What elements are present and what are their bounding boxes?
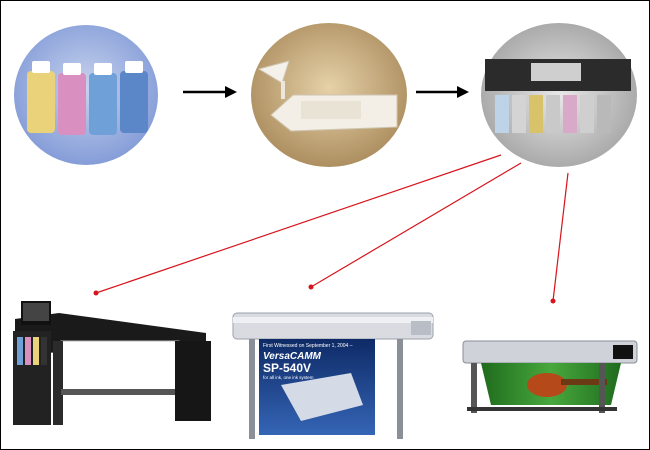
connector-line-3	[552, 172, 569, 302]
connector-dot-3	[550, 298, 556, 304]
connector-lines	[93, 154, 569, 304]
flow-arrow-1	[183, 86, 237, 98]
flow-arrow-2	[416, 86, 469, 98]
poster-model: SP-540V	[263, 361, 312, 375]
bottle-blue	[120, 61, 148, 133]
sublimation-printer-image	[13, 301, 211, 425]
funnel-shape	[257, 60, 290, 99]
cartridge-shape	[270, 94, 398, 132]
bottle-cyan	[89, 63, 117, 135]
poster-brand: VersaCAMM	[263, 351, 321, 362]
bottle-yellow	[27, 61, 55, 133]
cartridge-funnel-image	[251, 23, 407, 167]
poster-text-block: First Witnessed on September 1, 2004 – V…	[263, 343, 373, 381]
bottle-magenta	[58, 63, 86, 135]
printer-cartridge-slots-image	[481, 23, 637, 167]
poster-line-1: First Witnessed on September 1, 2004 –	[263, 343, 353, 349]
wide-format-printer-image	[462, 340, 638, 413]
connector-line-2	[310, 162, 522, 288]
roland-printer-image	[232, 312, 434, 439]
poster-line-3: for all ink, one ink system	[263, 375, 314, 380]
ink-bottles-image	[14, 25, 158, 165]
connector-dot-1	[93, 290, 99, 296]
connector-line-1	[95, 154, 502, 294]
connector-dot-2	[308, 284, 314, 290]
